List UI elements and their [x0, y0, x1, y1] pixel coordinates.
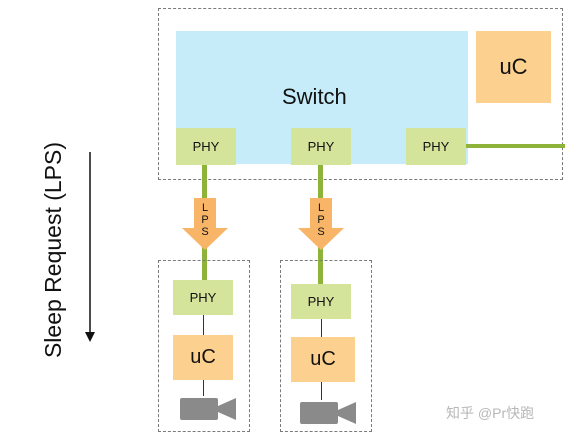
- node-2-uc: uC: [291, 337, 355, 382]
- switch-enclosure: [158, 8, 563, 180]
- lps-text-2: L P S: [315, 202, 327, 238]
- switch-uc: uC: [476, 31, 551, 103]
- node-2-connector: [321, 319, 322, 337]
- watermark-text: 知乎 @Pr快跑: [446, 405, 535, 421]
- lps-arrow-1: [182, 198, 228, 250]
- switch-phy-port-3: PHY: [406, 128, 466, 165]
- lps-arrow-2: [298, 198, 344, 250]
- node-1-uc-label: uC: [190, 346, 216, 368]
- node-2-phy-label: PHY: [307, 294, 335, 309]
- lps-letter: S: [201, 226, 209, 238]
- lps-text-1: L P S: [199, 202, 211, 238]
- switch-phy-port-2: PHY: [291, 128, 351, 165]
- lps-letter: L: [317, 202, 325, 214]
- node-1-enclosure: [158, 260, 250, 432]
- switch-uc-label: uC: [499, 54, 528, 79]
- camera-icon: [300, 402, 356, 424]
- switch-label: Switch: [282, 84, 347, 109]
- node-1-connector: [203, 315, 204, 335]
- lps-letter: S: [317, 226, 325, 238]
- lps-letter: P: [317, 214, 325, 226]
- node-2-connector: [321, 382, 322, 400]
- node-2-phy: PHY: [291, 284, 351, 319]
- camera-icon: [180, 398, 236, 420]
- node-1-phy-label: PHY: [189, 290, 217, 305]
- node-1-phy: PHY: [173, 280, 233, 315]
- node-2-enclosure: [280, 260, 372, 432]
- down-arrow-icon: [85, 152, 95, 342]
- lps-letter: L: [201, 202, 209, 214]
- lps-letter: P: [201, 214, 209, 226]
- switch-phy-port-1-label: PHY: [192, 139, 220, 154]
- switch-phy-port-3-label: PHY: [422, 139, 450, 154]
- switch-phy-port-2-label: PHY: [307, 139, 335, 154]
- switch-phy-port-1: PHY: [176, 128, 236, 165]
- node-1-uc: uC: [173, 335, 233, 380]
- node-1-connector: [203, 380, 204, 396]
- node-2-uc-label: uC: [310, 348, 336, 370]
- uplink-line: [466, 144, 565, 148]
- sleep-request-label: Sleep Request (LPS): [40, 141, 66, 359]
